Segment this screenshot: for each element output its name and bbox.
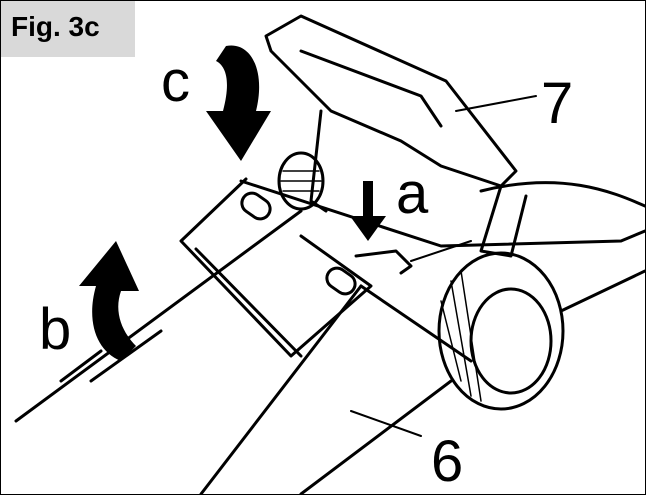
callout-c: c — [161, 49, 190, 114]
latch-hook — [354, 249, 413, 275]
mower-deck — [559, 269, 645, 313]
wheel-tread — [440, 270, 482, 402]
latch-cable — [410, 240, 472, 262]
rear-wheel-small — [277, 151, 325, 211]
grass-box-handle — [240, 191, 272, 221]
wheel-tread — [280, 170, 322, 192]
figure-label-box: Fig. 3c — [1, 1, 135, 57]
callout-7: 7 — [541, 71, 573, 136]
rear-wheel-large — [437, 251, 565, 411]
handle-line — [59, 349, 103, 383]
leader-line-7 — [455, 95, 537, 112]
grass-box — [194, 247, 303, 358]
handle-line — [14, 209, 303, 423]
arrow-c — [206, 45, 271, 162]
rear-flap — [299, 49, 443, 128]
rear-flap — [264, 14, 518, 188]
mower-deck — [239, 179, 645, 248]
discharge-chute — [299, 379, 453, 494]
leader-line-6 — [350, 410, 422, 437]
rear-flap-arm — [309, 109, 328, 213]
grass-box — [179, 177, 373, 358]
discharge-chute — [199, 284, 363, 494]
grass-box-handle — [325, 266, 357, 296]
arrow-a — [350, 181, 386, 241]
arrow-b — [79, 241, 139, 361]
figure-label: Fig. 3c — [11, 11, 100, 42]
rear-wheel-hub — [469, 287, 553, 395]
callout-b: b — [39, 297, 71, 362]
mower-deck — [479, 181, 645, 208]
callout-6: 6 — [431, 429, 463, 494]
callout-a: a — [396, 161, 429, 226]
